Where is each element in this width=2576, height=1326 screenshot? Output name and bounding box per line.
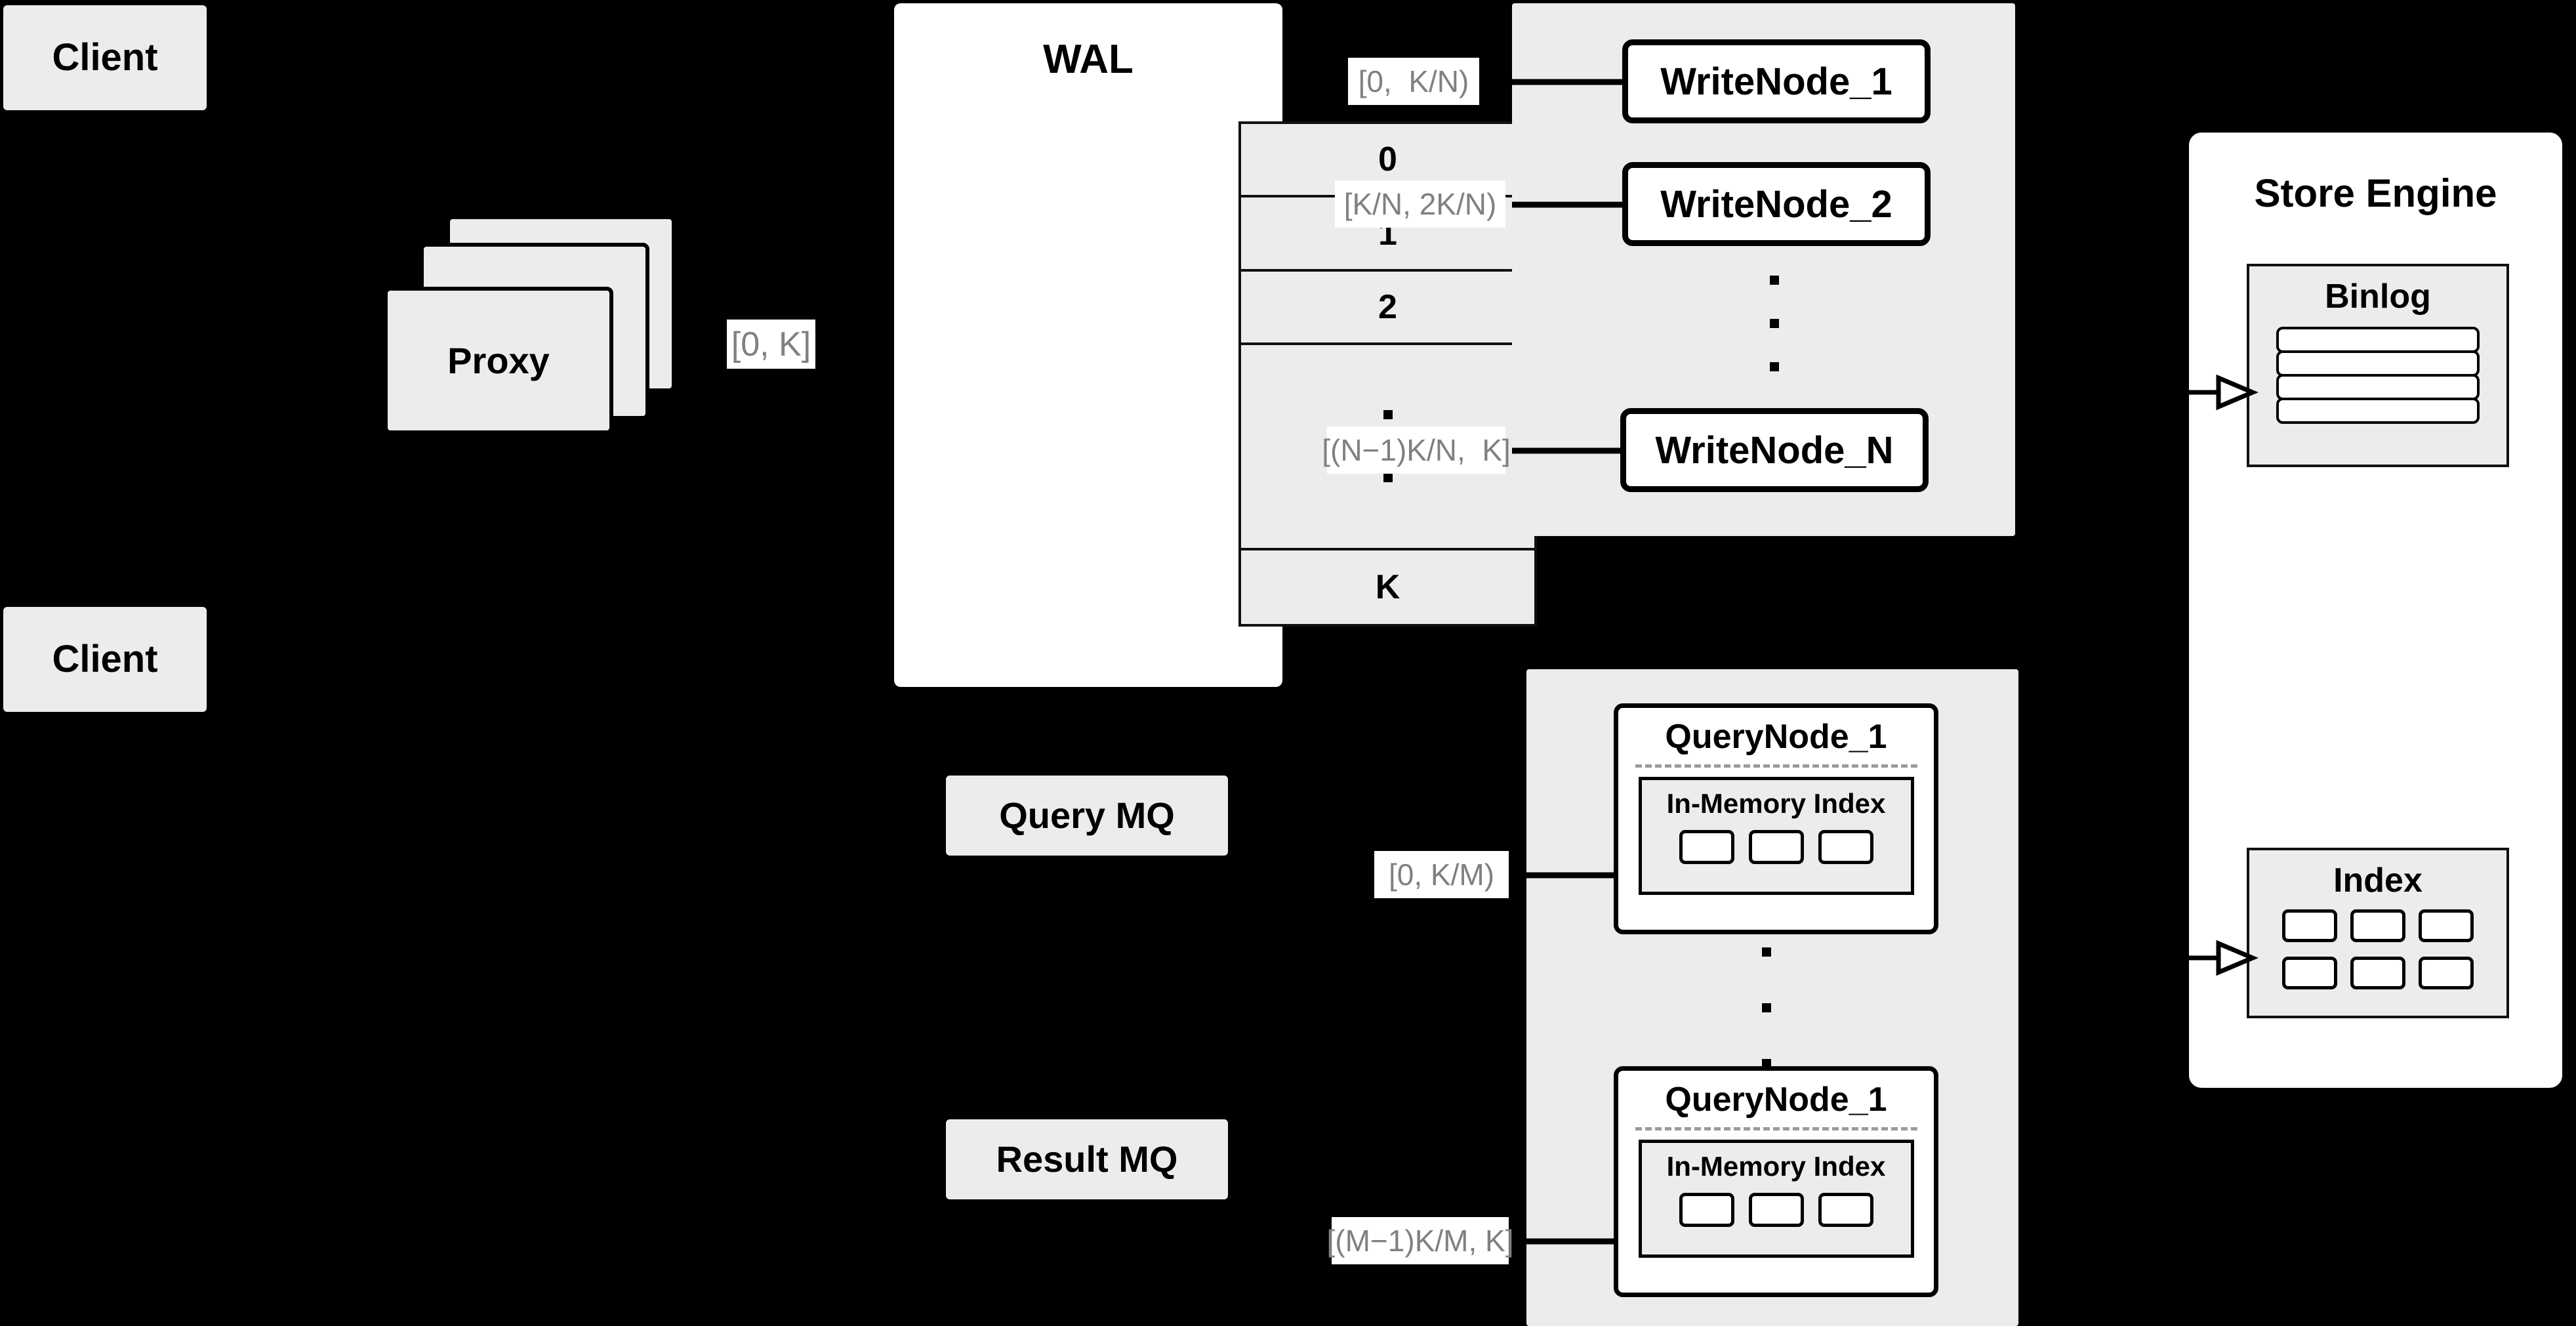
binlog-rows	[2276, 327, 2480, 424]
query-node-1-label: QueryNode_1	[1665, 718, 1887, 756]
index-cell[interactable]	[1818, 830, 1873, 864]
index-cell[interactable]	[1818, 1193, 1873, 1227]
query-mq-box[interactable]: Query MQ	[946, 776, 1228, 856]
store-engine-title: Store Engine	[2254, 171, 2497, 215]
binlog-section: Binlog	[2247, 264, 2509, 467]
write-node-ellipsis	[1770, 276, 1779, 371]
query-node-ellipsis	[1762, 947, 1771, 1068]
query-node-m-index-cells	[1679, 1193, 1873, 1227]
index-section: Index	[2247, 848, 2509, 1018]
write-node-n-card[interactable]: WriteNode_N	[1620, 408, 1929, 492]
query-node-m-card[interactable]: QueryNode_1 In-Memory Index	[1614, 1066, 1938, 1297]
write-node-1-label: WriteNode_1	[1660, 60, 1892, 103]
query-node-m-in-memory-index: In-Memory Index	[1638, 1140, 1914, 1258]
query-node-m-range-label: [(M−1)K/M, K]	[1327, 1217, 1514, 1264]
binlog-title: Binlog	[2325, 278, 2431, 316]
binlog-row[interactable]	[2276, 327, 2480, 353]
client-box-1[interactable]: Client	[3, 5, 207, 110]
wal-panel: WAL 0 1 2 K	[894, 3, 1537, 687]
index-cell[interactable]	[1748, 830, 1804, 864]
client-label-2: Client	[52, 638, 158, 681]
index-cell[interactable]	[1679, 830, 1734, 864]
store-engine-panel: Store Engine Binlog Index	[2184, 128, 2567, 1092]
query-node-1-card[interactable]: QueryNode_1 In-Memory Index	[1614, 703, 1938, 934]
write-node-2-label: WriteNode_2	[1660, 182, 1892, 226]
index-cell[interactable]	[2419, 957, 2474, 989]
wal-row-2: 2	[1241, 271, 1534, 346]
index-grid	[2282, 909, 2474, 989]
proxy-box[interactable]: Proxy	[384, 287, 613, 434]
binlog-row[interactable]	[2276, 374, 2480, 400]
proxy-label: Proxy	[447, 339, 550, 381]
client-box-2[interactable]: Client	[3, 607, 207, 712]
index-cell[interactable]	[2282, 957, 2337, 989]
write-node-2-card[interactable]: WriteNode_2	[1622, 162, 1931, 246]
client-label-1: Client	[52, 36, 158, 79]
arrow-to-binlog	[2184, 374, 2259, 411]
query-node-1-index-title: In-Memory Index	[1666, 788, 1886, 819]
proxy-range-label: [0, K]	[727, 320, 815, 369]
write-node-1-card[interactable]: WriteNode_1	[1622, 39, 1931, 123]
wal-row-k: K	[1241, 550, 1534, 625]
result-mq-label: Result MQ	[996, 1138, 1178, 1180]
query-node-m-index-title: In-Memory Index	[1666, 1151, 1886, 1182]
wal-title: WAL	[1043, 37, 1134, 82]
write-node-n-label: WriteNode_N	[1655, 428, 1894, 472]
index-title: Index	[2333, 861, 2423, 900]
result-mq-box[interactable]: Result MQ	[946, 1119, 1228, 1199]
write-node-n-range-label: [(N−1)K/N, K]	[1322, 426, 1511, 474]
binlog-row[interactable]	[2276, 398, 2480, 424]
query-mq-label: Query MQ	[999, 795, 1175, 837]
index-cell[interactable]	[1748, 1193, 1804, 1227]
write-node-2-range-label: [K/N, 2K/N)	[1335, 180, 1505, 228]
query-node-1-in-memory-index: In-Memory Index	[1638, 777, 1914, 895]
query-node-1-index-cells	[1679, 830, 1873, 864]
write-node-1-range-label: [0, K/N)	[1348, 58, 1479, 105]
query-node-1-divider	[1635, 764, 1917, 768]
query-node-m-divider	[1635, 1127, 1917, 1130]
query-node-1-range-label: [0, K/M)	[1374, 851, 1509, 898]
binlog-row[interactable]	[2276, 350, 2480, 377]
index-cell[interactable]	[2282, 909, 2337, 942]
query-node-m-label: QueryNode_1	[1665, 1081, 1887, 1119]
arrow-to-index	[2184, 940, 2259, 976]
index-cell[interactable]	[2350, 909, 2405, 942]
index-cell[interactable]	[2419, 909, 2474, 942]
index-cell[interactable]	[2350, 957, 2405, 989]
index-cell[interactable]	[1679, 1193, 1734, 1227]
